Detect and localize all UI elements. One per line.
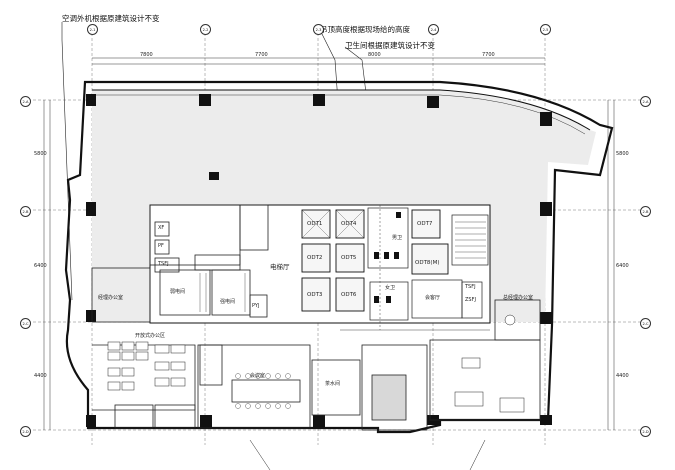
ac-note: 空调外机根据原建筑设计不变	[62, 14, 160, 23]
room-pf: PF	[158, 243, 164, 249]
dim-right-3: 4400	[616, 373, 629, 379]
dim-top-3: 8000	[368, 52, 381, 58]
room-meeting: 会议室	[250, 373, 266, 379]
axis-bubble-2-2: 2-2	[200, 24, 211, 35]
room-odt8: ODT8(M)	[415, 260, 440, 266]
dim-left-1: 5800	[34, 151, 47, 157]
bottom-leaders	[249, 439, 486, 470]
room-tsfj-right: TSFJ	[465, 284, 476, 290]
room-zsfj: ZSFJ	[465, 297, 476, 303]
ceiling-note: 吊顶高度根据现场给的高度	[320, 25, 410, 34]
room-xf: XF	[158, 225, 165, 231]
dim-right-1: 5800	[616, 151, 629, 157]
room-odt5: ODT5	[341, 255, 357, 261]
inner-curtain-wall	[92, 89, 591, 131]
axis-bubble-left-d: 2-D	[20, 426, 31, 437]
room-manager-office-right: 总经理办公室	[503, 295, 534, 301]
room-open-office: 开放式办公区	[135, 333, 166, 339]
dim-right-2: 6400	[616, 263, 629, 269]
room-odt6: ODT6	[341, 292, 357, 298]
room-odt4: ODT4	[341, 221, 357, 227]
dim-left-3: 4400	[34, 373, 47, 379]
room-weak: 弱电间	[170, 289, 186, 295]
room-elevator-hall: 电梯厅	[270, 263, 290, 271]
meeting-chairs	[235, 373, 291, 409]
toilet-note: 卫生间根据原建筑设计不变	[345, 41, 435, 50]
room-strong: 强电间	[220, 299, 236, 305]
room-reception: 会客厅	[425, 295, 441, 301]
dim-top-1: 7800	[140, 52, 153, 58]
meeting-room-block	[197, 344, 361, 429]
room-odt7: ODT7	[417, 221, 433, 227]
axis-bubble-right-c: 2-C	[640, 318, 651, 329]
dimension-lines	[43, 57, 615, 430]
room-odt1: ODT1	[307, 221, 323, 227]
axis-bubble-left-b: 2-B	[20, 206, 31, 217]
toilet-fixtures	[374, 212, 401, 303]
room-tsfj-left: TSFJ	[158, 261, 169, 267]
axis-bubble-right-a: 2-A	[640, 96, 651, 107]
dim-top-4: 7700	[482, 52, 495, 58]
stair-treads	[199, 221, 486, 312]
axis-bubble-2-4: 2-4	[428, 24, 439, 35]
core-left-rooms	[149, 204, 269, 318]
room-odt3: ODT3	[307, 292, 323, 298]
room-male-wc: 男卫	[392, 235, 403, 241]
toilet-rooms	[367, 207, 489, 321]
axis-bubble-2-1: 2-1	[87, 24, 98, 35]
lounge-furniture	[454, 314, 525, 413]
dim-left-2: 6400	[34, 263, 47, 269]
room-female-wc: 女卫	[385, 285, 396, 291]
elevator-crosslines	[301, 209, 365, 239]
axis-bubble-right-b: 2-B	[640, 206, 651, 217]
axis-bubble-2-3: 2-3	[313, 24, 324, 35]
axis-bubble-left-c: 2-C	[20, 318, 31, 329]
room-pyj: PYJ	[252, 303, 260, 309]
room-manager-office-left: 经理办公室	[98, 295, 124, 301]
axis-bubble-left-a: 2-A	[20, 96, 31, 107]
reception-block	[361, 299, 541, 431]
dim-top-2: 7700	[255, 52, 268, 58]
axis-bubble-right-d: 2-D	[640, 426, 651, 437]
room-tea: 茶水间	[325, 381, 341, 387]
room-odt2: ODT2	[307, 255, 323, 261]
axis-bubble-2-5: 2-5	[540, 24, 551, 35]
office-desks	[107, 341, 186, 391]
